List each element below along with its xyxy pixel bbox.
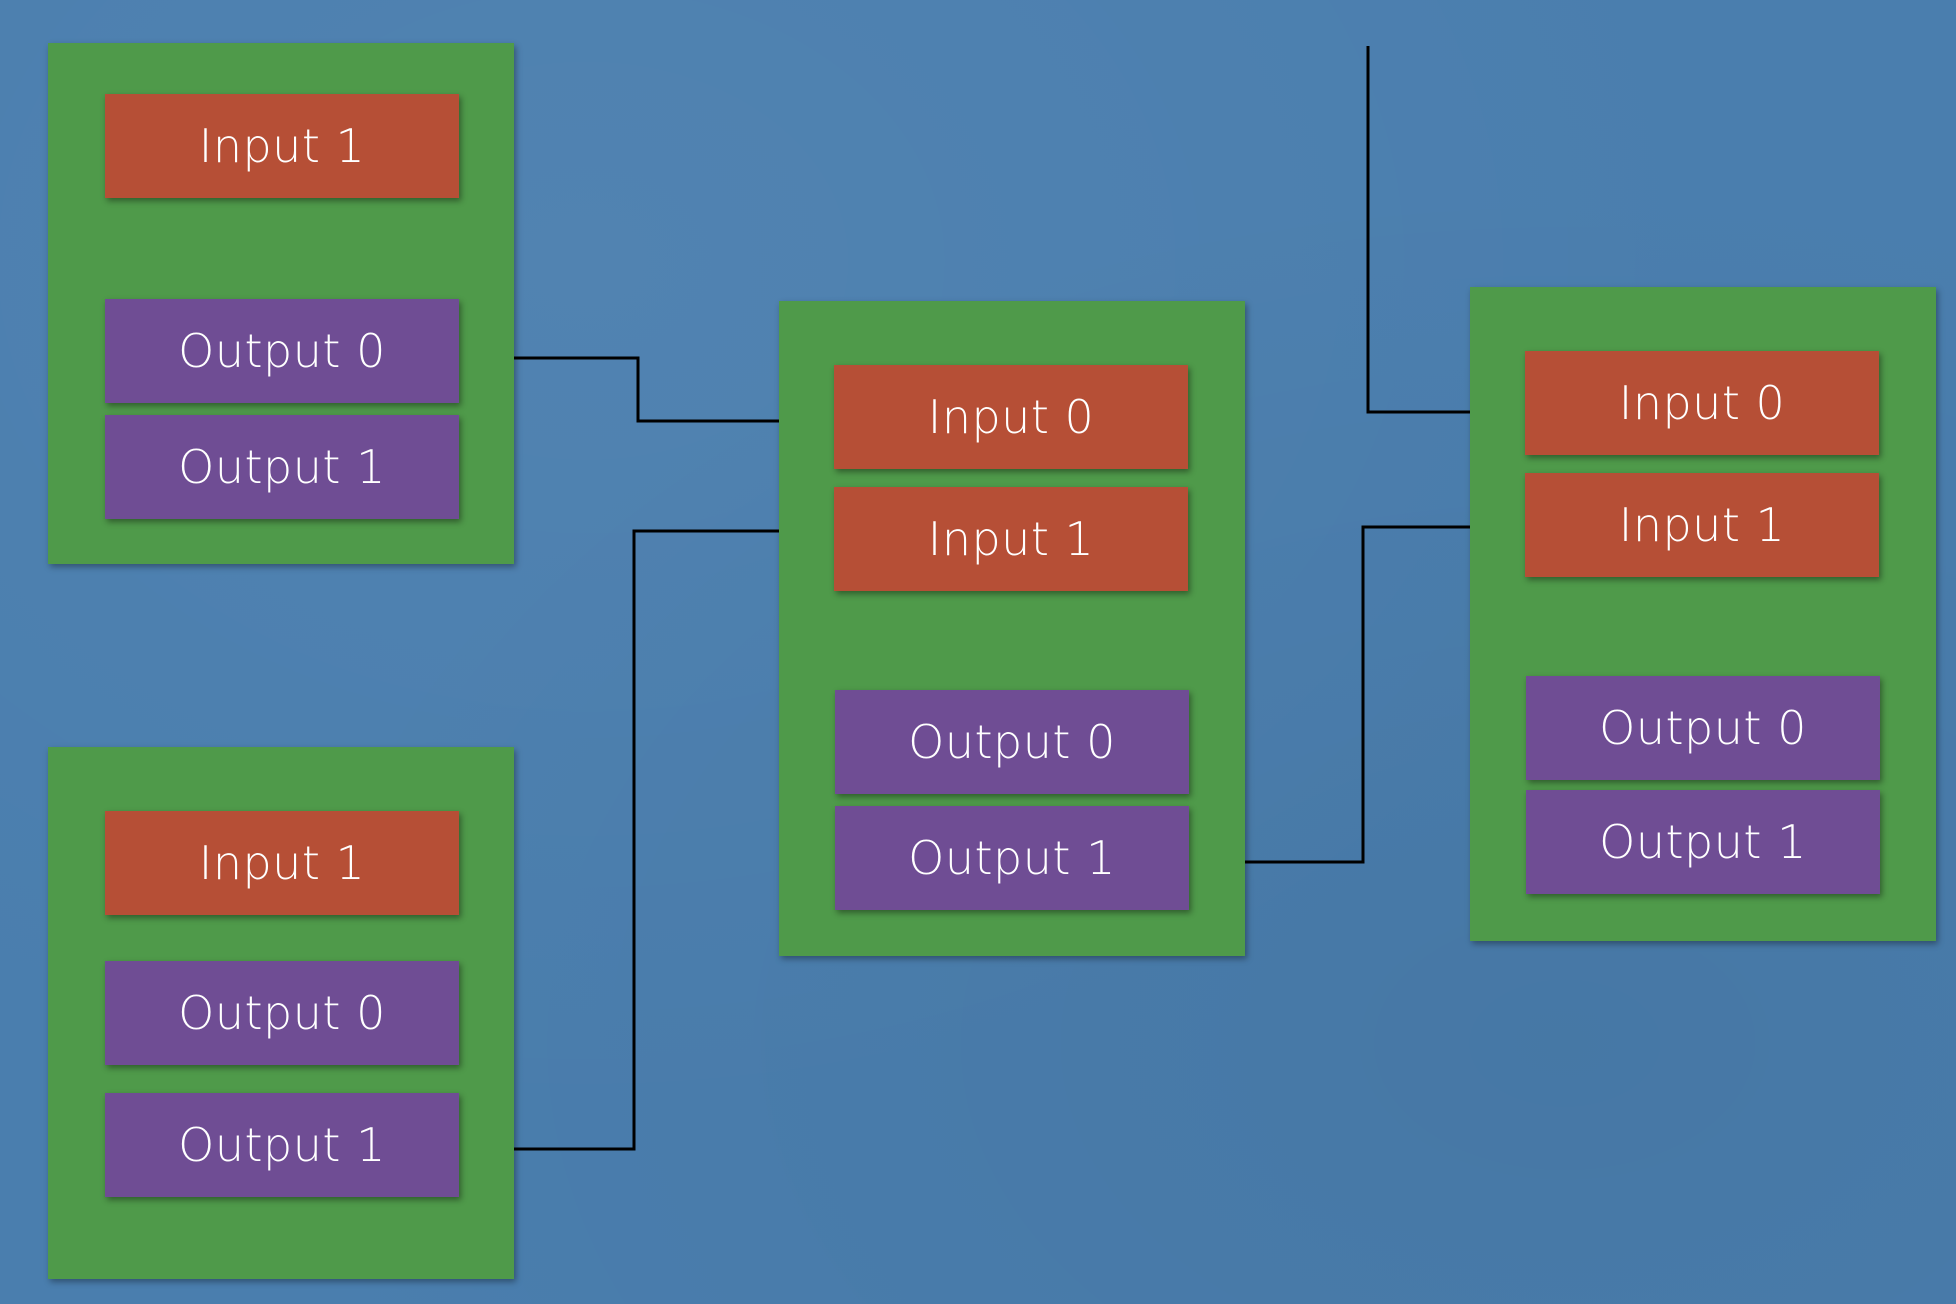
node-d-output-0[interactable]: Output 0 — [1526, 676, 1880, 780]
node-a[interactable]: Input 1 Output 0 Output 1 — [48, 43, 514, 564]
node-a-output-0[interactable]: Output 0 — [105, 299, 459, 403]
node-b-output-0[interactable]: Output 0 — [105, 961, 459, 1065]
node-b-input-1[interactable]: Input 1 — [105, 811, 459, 915]
node-a-output-1[interactable]: Output 1 — [105, 415, 459, 519]
node-c[interactable]: Input 0 Input 1 Output 0 Output 1 — [779, 301, 1245, 956]
node-b[interactable]: Input 1 Output 0 Output 1 — [48, 747, 514, 1279]
node-c-input-0[interactable]: Input 0 — [834, 365, 1188, 469]
node-d-input-1[interactable]: Input 1 — [1525, 473, 1879, 577]
wire-a-output0-to-c-input0 — [466, 356, 832, 427]
node-c-output-0[interactable]: Output 0 — [835, 690, 1189, 794]
node-c-output-1[interactable]: Output 1 — [835, 806, 1189, 910]
node-d[interactable]: Input 0 Input 1 Output 0 Output 1 — [1470, 287, 1936, 941]
node-d-input-0[interactable]: Input 0 — [1525, 351, 1879, 455]
wire-b-output1-to-c-input1 — [462, 525, 830, 1151]
node-c-input-1[interactable]: Input 1 — [834, 487, 1188, 591]
node-d-output-1[interactable]: Output 1 — [1526, 790, 1880, 894]
node-b-output-1[interactable]: Output 1 — [105, 1093, 459, 1197]
node-a-input-1[interactable]: Input 1 — [105, 94, 459, 198]
